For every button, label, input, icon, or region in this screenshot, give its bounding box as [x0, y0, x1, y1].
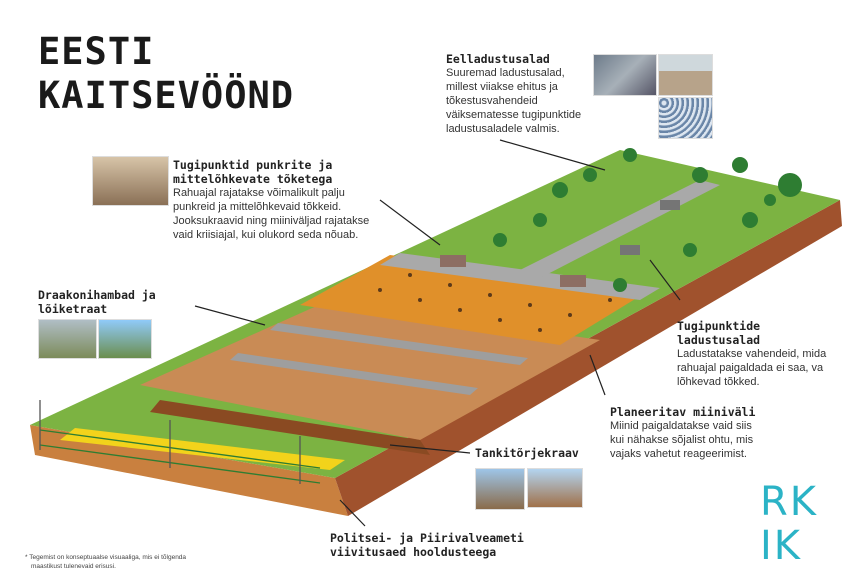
label-heading: mittelõhkevate tõketega — [173, 172, 333, 186]
logo-line-2: IK — [760, 523, 803, 569]
label-body-line: millest viiakse ehitus ja — [446, 81, 558, 93]
label-body-line: rahuajal paigaldada ei saa, va — [677, 362, 824, 374]
rkik-logo: RK IK — [760, 480, 818, 568]
footnote-line: maastikust tulenevaid erisusi. — [31, 563, 116, 570]
photo-dragon-teeth — [38, 319, 97, 359]
label-body-line: kui nähakse sõjalist ohtu, mis — [610, 434, 754, 446]
label-heading: Draakonihambad ja — [38, 288, 156, 302]
title-line-1: EESTI — [38, 30, 155, 73]
label-miinivali: Planeeritav miiniväli Miinid paigaldatak… — [610, 405, 755, 461]
label-body-line: väiksematesse tugipunktide — [446, 109, 582, 121]
label-draakonihambad: Draakonihambad ja lõiketraat — [38, 288, 156, 316]
anti-tank-ditch — [140, 300, 600, 440]
bunkers — [440, 200, 680, 287]
label-body-line: Rahuajal rajatakse võimalikult palju — [173, 187, 345, 199]
label-body-line: tõkestusvahendeid — [446, 95, 538, 107]
planned-minefield — [300, 255, 650, 345]
leader-lines — [194, 139, 681, 527]
photo-razor-wire — [98, 319, 152, 359]
soil-front-face — [335, 200, 842, 516]
border-fence — [39, 400, 321, 484]
label-body-line: Jooksukraavid ning miiniväljad rajatakse — [173, 215, 370, 227]
label-body-line: vajaks vahetut reageerimist. — [610, 448, 747, 460]
footnote-line: * Tegemist on konseptuaalse visuaaliga, … — [25, 554, 187, 561]
label-eelladustusalad: Eelladustusalad Suuremad ladustusalad, m… — [446, 52, 581, 136]
label-heading: Planeeritav miiniväli — [610, 405, 756, 419]
label-body-line: ladustusaladele valmis. — [446, 123, 560, 135]
photo-ditch-2 — [527, 468, 583, 508]
label-body-line: vaid kriisiajal, kui olukord seda nõuab. — [173, 229, 359, 241]
label-body-line: Suuremad ladustusalad, — [446, 67, 565, 79]
label-tugipunktid: Tugipunktid punkrite ja mittelõhkevate t… — [173, 158, 369, 242]
label-heading: Tugipunktid punkrite ja — [173, 158, 333, 172]
photo-storage-2 — [658, 54, 713, 96]
title-line-2: KAITSEVÖÖND — [38, 74, 295, 117]
logo-line-1: RK — [760, 479, 819, 525]
trees — [493, 148, 802, 292]
dragon-teeth — [230, 323, 528, 395]
label-body-line: Ladustatakse vahendeid, mida — [677, 348, 827, 360]
label-heading: Tankitõrjekraav — [475, 446, 579, 460]
label-body-line: punkreid ja mittelõhkevaid tõkkeid. — [173, 201, 342, 213]
photo-bunker — [92, 156, 169, 206]
label-politsei: Politsei- ja Piirivalveameti viivitusaed… — [330, 531, 524, 559]
photo-ditch-1 — [475, 468, 525, 510]
label-tugipunktide-ladustusalad: Tugipunktide ladustusalad Ladustatakse v… — [677, 319, 826, 389]
soil-left-face — [30, 425, 348, 516]
label-heading: Eelladustusalad — [446, 52, 550, 66]
label-heading: lõiketraat — [38, 302, 108, 316]
photo-storage-3 — [658, 97, 713, 139]
label-heading: ladustusalad — [677, 333, 761, 347]
label-heading: viivitusaed hooldusteega — [330, 545, 497, 559]
label-tankitorjekraav: Tankitõrjekraav — [475, 446, 579, 460]
footnote: * Tegemist on konseptuaalse visuaaliga, … — [25, 553, 186, 571]
label-heading: Tugipunktide — [677, 319, 761, 333]
label-heading: Politsei- ja Piirivalveameti — [330, 531, 524, 545]
patrol-road — [60, 428, 345, 470]
photo-storage-1 — [593, 54, 657, 96]
page-title: EESTI KAITSEVÖÖND — [38, 30, 294, 118]
label-body-line: lõhkevad tõkked. — [677, 376, 760, 388]
label-body-line: Miinid paigaldatakse vaid siis — [610, 420, 752, 432]
